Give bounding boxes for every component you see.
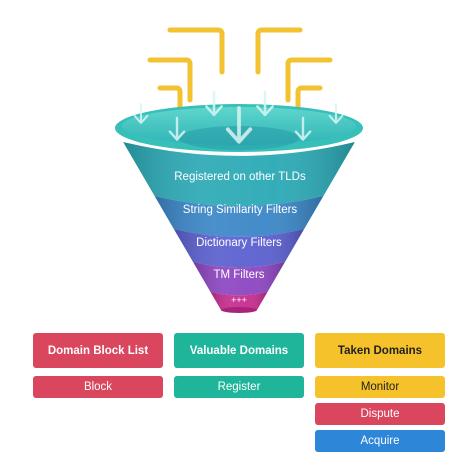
monitor-button[interactable]: Monitor <box>315 376 445 398</box>
stage-label-string-similarity: String Similarity Filters <box>183 204 298 216</box>
funnel-band-shade-4 <box>193 262 285 296</box>
stage-label-tm: TM Filters <box>213 269 264 281</box>
pipe-3 <box>147 57 193 103</box>
valuable-domains-header[interactable]: Valuable Domains <box>174 333 304 368</box>
input-pipes <box>147 27 333 123</box>
down-arrow-icon <box>328 102 344 124</box>
funnel-band-shade-3 <box>173 229 305 268</box>
pipe-4 <box>285 57 333 103</box>
pipe-5 <box>157 85 183 123</box>
down-arrow-icon <box>256 90 274 117</box>
down-arrow-icon <box>205 90 223 117</box>
stage-label-dictionary: Dictionary Filters <box>196 237 282 249</box>
stage-label-registered-other-tlds: Registered on other TLDs <box>174 171 306 183</box>
domain-block-list-header[interactable]: Domain Block List <box>33 333 163 368</box>
down-arrow-icon <box>294 116 312 141</box>
register-button[interactable]: Register <box>174 376 304 398</box>
pipe-6 <box>295 85 323 123</box>
taken-domains-header[interactable]: Taken Domains <box>315 333 445 368</box>
funnel-bands <box>123 142 355 313</box>
pipe-2 <box>255 27 303 75</box>
down-arrow-icon <box>225 106 253 144</box>
stage-label-more: +++ <box>231 295 247 305</box>
funnel-labels: Registered on other TLDs String Similari… <box>174 171 306 305</box>
down-arrow-icon <box>168 116 186 141</box>
block-button[interactable]: Block <box>33 376 163 398</box>
funnel-band-shade-1 <box>123 142 355 207</box>
funnel-band-shade-2 <box>154 196 324 237</box>
acquire-button[interactable]: Acquire <box>315 430 445 452</box>
down-arrow-icon <box>133 102 149 124</box>
funnel-band-shade-5 <box>210 292 268 313</box>
dispute-button[interactable]: Dispute <box>315 403 445 425</box>
pipe-1 <box>167 27 225 75</box>
funnel-tip <box>221 307 257 313</box>
funnel-arrows <box>133 90 344 144</box>
